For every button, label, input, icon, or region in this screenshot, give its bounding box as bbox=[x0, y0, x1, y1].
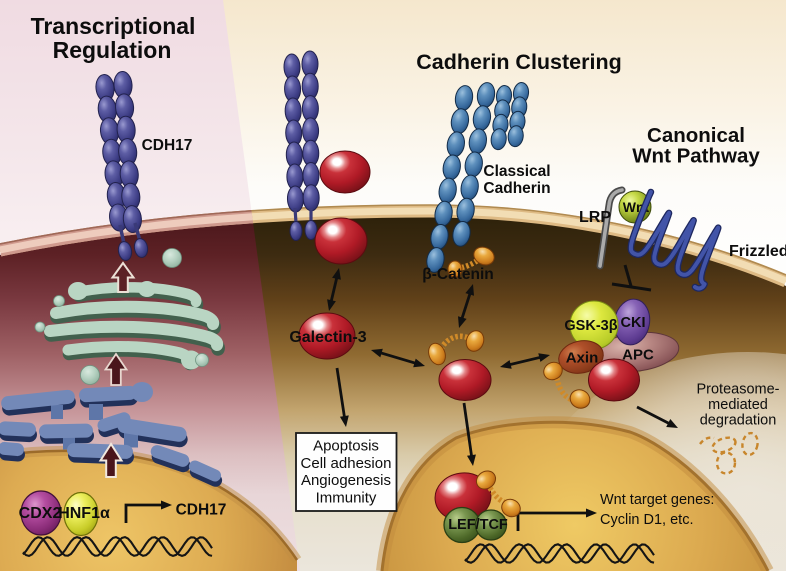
svg-text:CDH17: CDH17 bbox=[142, 137, 193, 154]
svg-text:Cadherin: Cadherin bbox=[483, 180, 550, 197]
svg-text:HNF1α: HNF1α bbox=[58, 505, 110, 522]
svg-text:Angiogenesis: Angiogenesis bbox=[301, 472, 391, 489]
svg-text:Regulation: Regulation bbox=[53, 37, 172, 63]
svg-text:Axin: Axin bbox=[566, 350, 599, 367]
svg-text:β-Catenin: β-Catenin bbox=[422, 266, 493, 283]
svg-text:Immunity: Immunity bbox=[316, 489, 377, 506]
svg-text:GSK-3β: GSK-3β bbox=[564, 318, 617, 334]
svg-text:Classical: Classical bbox=[483, 163, 550, 180]
svg-text:mediated: mediated bbox=[708, 397, 768, 413]
svg-text:Cadherin Clustering: Cadherin Clustering bbox=[416, 50, 621, 74]
svg-text:Canonical: Canonical bbox=[647, 124, 745, 147]
svg-text:Galectin-3: Galectin-3 bbox=[289, 329, 366, 346]
svg-text:CKI: CKI bbox=[621, 315, 646, 331]
svg-text:Cell adhesion: Cell adhesion bbox=[301, 455, 392, 472]
svg-text:Wnt Pathway: Wnt Pathway bbox=[632, 145, 760, 168]
svg-text:CDX2: CDX2 bbox=[19, 505, 62, 522]
svg-text:LEF/TCF: LEF/TCF bbox=[448, 517, 508, 533]
svg-text:APC: APC bbox=[622, 347, 654, 364]
svg-text:Proteasome-: Proteasome- bbox=[696, 382, 779, 398]
svg-text:Wnt target genes:: Wnt target genes: bbox=[600, 492, 714, 508]
svg-text:Apoptosis: Apoptosis bbox=[313, 438, 379, 455]
svg-text:Cyclin D1, etc.: Cyclin D1, etc. bbox=[600, 512, 693, 528]
svg-text:LRP: LRP bbox=[579, 209, 611, 226]
svg-text:degradation: degradation bbox=[700, 413, 777, 429]
svg-text:CDH17: CDH17 bbox=[176, 502, 227, 519]
svg-text:Frizzled: Frizzled bbox=[729, 243, 786, 260]
svg-text:Transcriptional: Transcriptional bbox=[31, 13, 196, 39]
